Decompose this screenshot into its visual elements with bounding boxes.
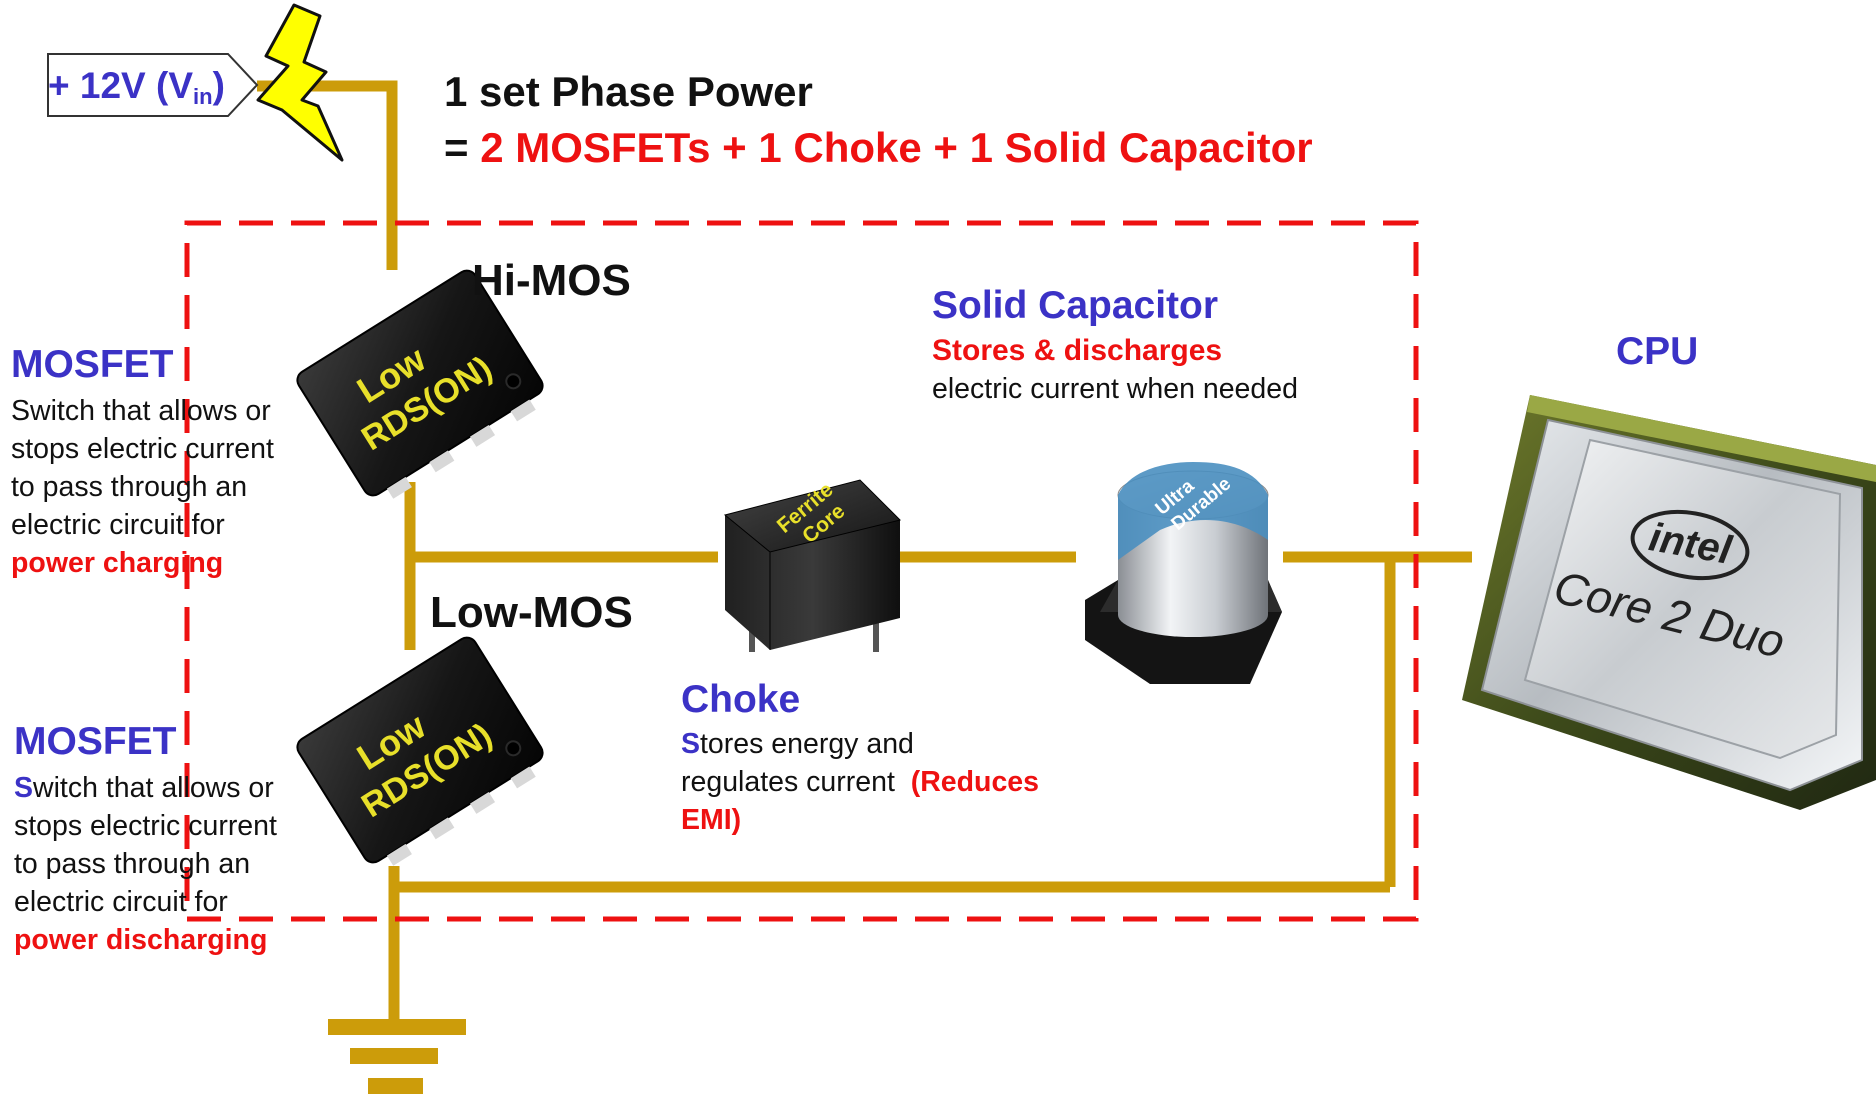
choke-emphasis-b: EMI) — [681, 804, 742, 836]
mosfet-top-desc-line-3: to pass through an — [11, 471, 248, 503]
circuit-wires — [257, 80, 1472, 1030]
phase-formula: = 2 MOSFETs + 1 Choke + 1 Solid Capacito… — [444, 124, 1313, 172]
low-mos-label: Low-MOS — [430, 588, 633, 637]
choke-first-letter: S — [681, 728, 701, 760]
input-voltage-subscript: in — [193, 84, 213, 109]
mosfet-top-desc-line-4: electric circuit for — [11, 509, 225, 541]
mosfet-bottom-desc-line-2: stops electric current — [14, 810, 277, 842]
choke-desc-line-2: regulates current (Reduces — [681, 763, 1039, 801]
mosfet-bottom-emphasis: power discharging — [14, 924, 268, 956]
page-title: 1 set Phase Power — [444, 68, 813, 115]
mosfet-bottom-description: Switch that allows or stops electric cur… — [14, 769, 277, 959]
mosfet-bottom-first-rest: witch that allows or — [33, 772, 274, 804]
mosfet-top-desc-line-1: Switch that allows or — [11, 395, 271, 427]
mosfet-bottom-first-letter: S — [14, 772, 34, 804]
low-mosfet-chip: Low RDS(ON) — [296, 636, 544, 866]
input-voltage-close: ) — [212, 65, 225, 106]
input-voltage-text: + 12V (V — [48, 65, 194, 106]
mosfet-top-title: MOSFET — [11, 343, 174, 386]
mosfet-bottom-desc-line-4: electric circuit for — [14, 886, 228, 918]
choke-emphasis-a: (Reduces — [910, 766, 1039, 798]
choke-desc-line-1: Stores energy and — [681, 725, 1039, 763]
mosfet-bottom-title: MOSFET — [14, 720, 177, 763]
mosfet-top-description: Switch that allows or stops electric cur… — [11, 392, 274, 582]
hi-mos-label: Hi-MOS — [472, 256, 631, 305]
formula-highlight: 2 MOSFETs + 1 Choke + 1 Solid Capacitor — [480, 124, 1313, 171]
choke-title: Choke — [681, 678, 801, 721]
ground-symbol — [328, 1019, 466, 1094]
input-wire — [257, 80, 398, 270]
lightning-bolt-icon — [256, 3, 344, 162]
solid-capacitor-component: Ultra Durable — [1085, 462, 1282, 684]
hi-mosfet-chip: Low RDS(ON) — [296, 269, 544, 499]
formula-prefix: = — [444, 124, 481, 171]
solid-capacitor-title: Solid Capacitor — [932, 284, 1219, 327]
choke-description: Stores energy and regulates current (Red… — [681, 725, 1039, 839]
choke-second-text: regulates current — [681, 766, 911, 798]
mosfet-top-desc-line-2: stops electric current — [11, 433, 274, 465]
cpu-label: CPU — [1616, 330, 1699, 373]
input-voltage-label: + 12V (Vin) — [48, 65, 225, 110]
phase-boundary-box — [184, 220, 1419, 922]
intel-logo-ring — [1630, 509, 1750, 581]
mosfet-top-emphasis: power charging — [11, 547, 224, 579]
vin-tag-shape — [47, 53, 259, 117]
cpu-chip: intel Core 2 Duo — [1462, 395, 1876, 810]
solid-capacitor-emphasis: Stores & discharges — [932, 334, 1223, 367]
mosfet-bottom-desc-line-3: to pass through an — [14, 848, 251, 880]
solid-capacitor-description: electric current when needed — [932, 373, 1298, 405]
choke-first-rest: tores energy and — [700, 728, 914, 760]
mosfet-bottom-desc-line-1: Switch that allows or — [14, 769, 277, 807]
choke-component: Ferrite Core — [723, 478, 901, 652]
